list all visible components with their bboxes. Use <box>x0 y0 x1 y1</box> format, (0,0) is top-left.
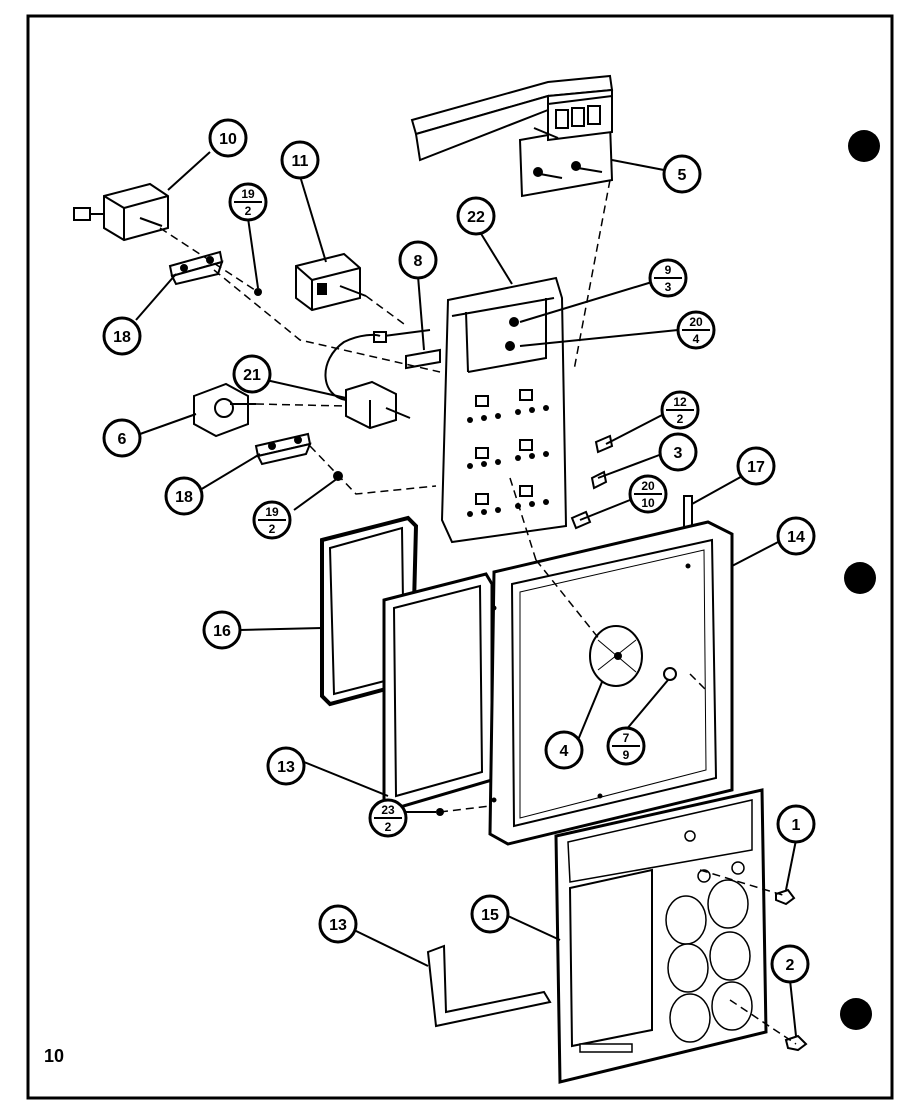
svg-text:19: 19 <box>241 187 255 201</box>
svg-text:6: 6 <box>118 431 127 448</box>
part-nut <box>663 667 677 681</box>
callout-22: 22 <box>456 196 496 236</box>
callout-11: 11 <box>280 140 320 180</box>
part-mounting-bracket-upper <box>168 250 224 286</box>
callout-20-4: 20 4 <box>676 310 716 350</box>
callout-8: 8 <box>398 240 438 280</box>
svg-text:2: 2 <box>385 820 392 834</box>
svg-text:3: 3 <box>674 445 683 462</box>
svg-text:22: 22 <box>467 209 485 226</box>
svg-text:9: 9 <box>623 748 630 762</box>
part-front-panel <box>554 788 768 1084</box>
svg-text:4: 4 <box>693 332 700 346</box>
binder-hole-top <box>848 130 880 162</box>
page-number: 10 <box>44 1046 65 1066</box>
svg-text:13: 13 <box>329 917 347 934</box>
callout-18-upper: 18 <box>102 316 142 356</box>
binder-hole-bottom <box>840 998 872 1030</box>
callout-13-upper: 13 <box>266 746 306 786</box>
callout-20-10: 20 10 <box>628 474 668 514</box>
svg-text:12: 12 <box>673 395 687 409</box>
svg-text:18: 18 <box>175 489 193 506</box>
svg-text:5: 5 <box>678 167 687 184</box>
svg-text:4: 4 <box>560 743 569 760</box>
callout-2: 2 <box>770 944 810 984</box>
svg-text:2: 2 <box>269 522 276 536</box>
svg-text:19: 19 <box>265 505 279 519</box>
callout-21: 21 <box>232 354 272 394</box>
part-gasket-strip <box>426 944 552 1028</box>
callout-13-lower: 13 <box>318 904 358 944</box>
svg-text:7: 7 <box>623 731 630 745</box>
assembly-dashed-lines <box>159 179 797 1045</box>
svg-text:11: 11 <box>292 153 309 170</box>
svg-text:1: 1 <box>792 817 801 834</box>
part-selector-switch <box>295 252 367 312</box>
svg-text:14: 14 <box>787 529 805 546</box>
svg-text:18: 18 <box>113 329 131 346</box>
part-screws-board <box>570 434 614 530</box>
svg-text:20: 20 <box>689 315 703 329</box>
svg-text:8: 8 <box>414 253 423 270</box>
callout-12-2: 12 2 <box>660 390 700 430</box>
callout-6: 6 <box>102 418 142 458</box>
svg-text:10: 10 <box>219 131 237 148</box>
part-clip <box>373 329 441 370</box>
part-knob-small-1 <box>775 888 796 906</box>
callout-19-2-lower: 19 2 <box>252 500 292 540</box>
callout-7-9: 7 9 <box>606 726 646 766</box>
svg-text:15: 15 <box>481 907 499 924</box>
callout-18-lower: 18 <box>164 476 204 516</box>
svg-text:13: 13 <box>277 759 295 776</box>
svg-text:20: 20 <box>641 479 655 493</box>
callout-19-2-upper: 19 2 <box>228 182 268 222</box>
callout-23-2: 23 2 <box>368 798 408 838</box>
callout-14: 14 <box>776 516 816 556</box>
part-rotary-switch <box>193 382 256 438</box>
part-gasket <box>382 572 494 812</box>
part-control-bracket <box>410 74 614 198</box>
part-thermostat-switch <box>324 333 411 430</box>
callout-17: 17 <box>736 446 776 486</box>
part-knob-small-2 <box>784 1034 808 1052</box>
svg-text:3: 3 <box>665 280 672 294</box>
callout-10-top: 10 <box>208 118 248 158</box>
svg-text:10: 10 <box>641 496 655 510</box>
callout-3: 3 <box>658 432 698 472</box>
svg-text:2: 2 <box>786 957 795 974</box>
part-mounting-bracket-lower <box>254 432 312 466</box>
svg-text:23: 23 <box>381 803 395 817</box>
part-timer-motor <box>73 182 169 242</box>
part-control-board <box>440 276 568 544</box>
callout-15: 15 <box>470 894 510 934</box>
callout-1: 1 <box>776 804 816 844</box>
binder-hole-middle <box>844 562 876 594</box>
callout-16: 16 <box>202 610 242 650</box>
callout-5: 5 <box>662 154 702 194</box>
callout-4: 4 <box>544 730 584 770</box>
svg-text:2: 2 <box>677 412 684 426</box>
callout-9-3: 9 3 <box>648 258 688 298</box>
callout-leader-lines <box>135 151 797 1037</box>
svg-text:2: 2 <box>245 204 252 218</box>
svg-text:21: 21 <box>243 367 261 384</box>
page-border <box>26 14 894 1100</box>
svg-text:17: 17 <box>747 459 765 476</box>
part-timer-dial <box>589 625 643 687</box>
svg-text:16: 16 <box>213 623 231 640</box>
svg-text:9: 9 <box>665 263 672 277</box>
